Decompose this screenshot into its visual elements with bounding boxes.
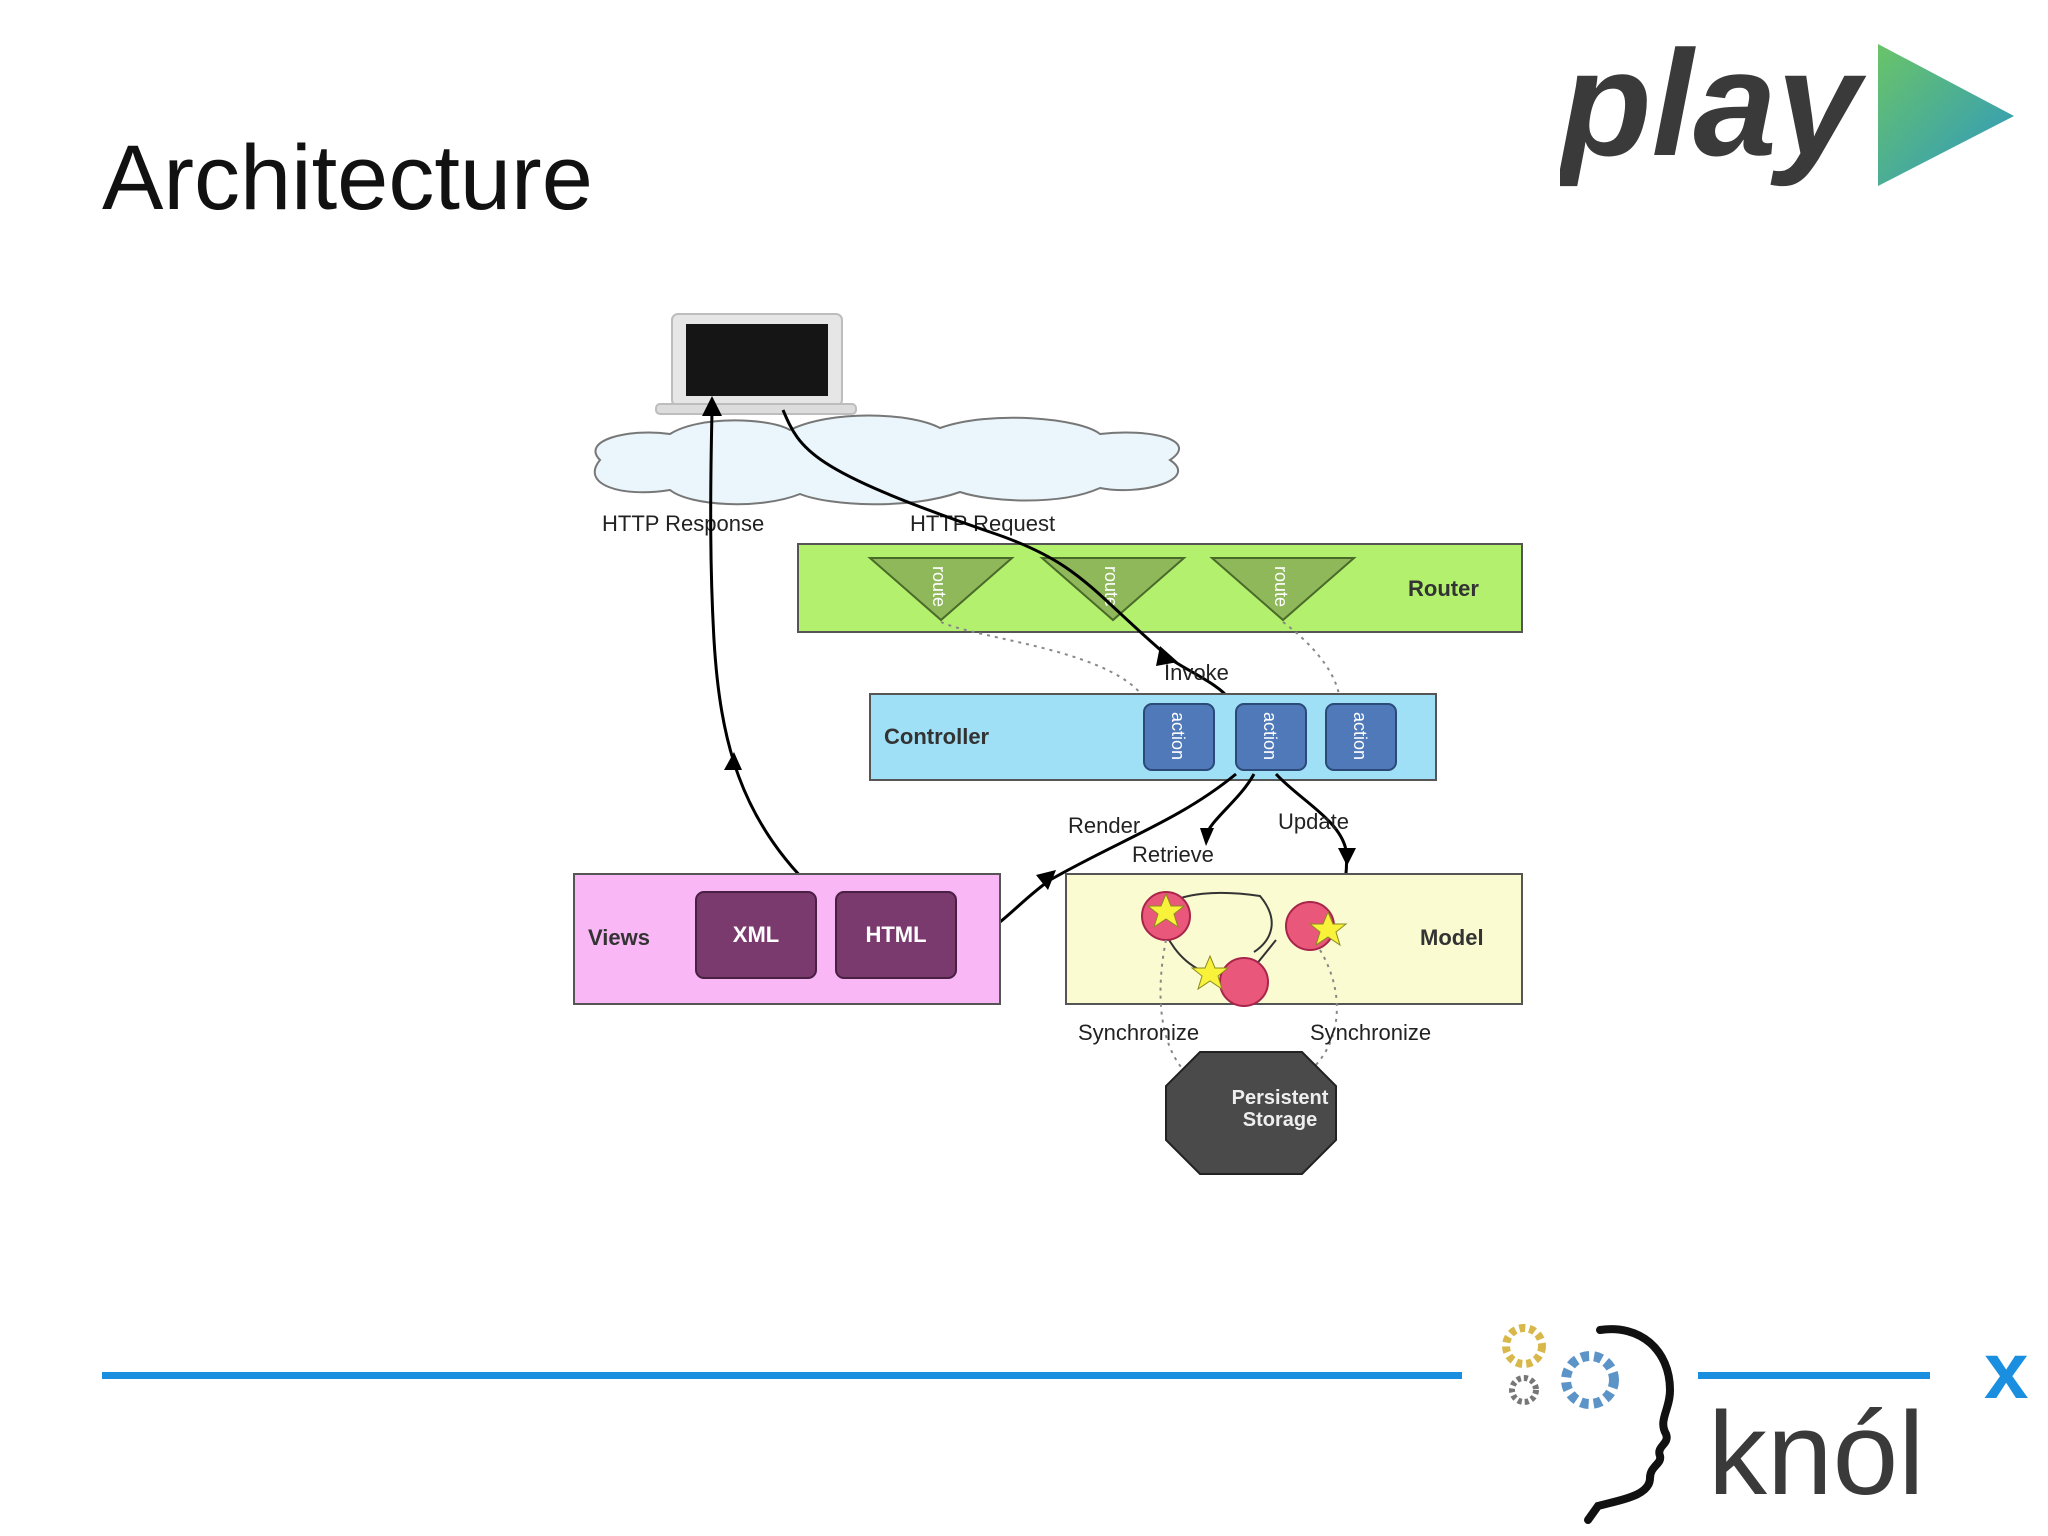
http-request-label: HTTP Request: [910, 511, 1055, 536]
architecture-diagram: HTTP Response HTTP Request route route r…: [573, 313, 1523, 1175]
views-box: Views XML HTML: [573, 873, 1001, 1005]
synchronize-left-label: Synchronize: [1078, 1020, 1199, 1045]
slide-title: Architecture: [102, 127, 593, 229]
controller-label: Controller: [884, 724, 990, 749]
laptop-icon: [655, 313, 857, 415]
knolx-logo: knól x: [1502, 1324, 2029, 1524]
update-label: Update: [1278, 809, 1349, 834]
star-icon: [1308, 910, 1348, 947]
knolx-text: knól: [1708, 1388, 1924, 1520]
route-label: route: [1101, 566, 1121, 607]
storage-label-line1: Persistent: [1232, 1087, 1329, 1109]
action-label: action: [1168, 712, 1188, 760]
model-label: Model: [1420, 925, 1484, 950]
views-label: Views: [588, 925, 650, 950]
internet-cloud: [593, 414, 1180, 506]
action-label: action: [1260, 712, 1280, 760]
view-xml-block: [695, 891, 817, 979]
action-block: [1325, 703, 1397, 771]
persistent-storage: Persistent Storage: [1165, 1051, 1337, 1175]
star-icon: [1146, 892, 1186, 929]
footer-divider-right: [1698, 1372, 1930, 1379]
play-logo-text: play: [1560, 30, 1867, 187]
synchronize-right-label: Synchronize: [1310, 1020, 1431, 1045]
view-item-label: HTML: [865, 922, 926, 947]
http-response-label: HTTP Response: [602, 511, 764, 536]
render-label: Render: [1068, 813, 1140, 838]
action-block: [1235, 703, 1307, 771]
play-logo: play: [1560, 30, 2014, 187]
route-triangle: [1209, 557, 1357, 622]
route-label: route: [929, 566, 949, 607]
action-label: action: [1350, 712, 1370, 760]
action-block: [1143, 703, 1215, 771]
route-triangle: [867, 557, 1015, 622]
star-icon: [1190, 954, 1230, 991]
model-box: Model: [1065, 873, 1523, 1007]
footer-divider-left: [102, 1372, 1462, 1379]
gear-icon: [1502, 1324, 1619, 1409]
head-profile-icon: [1584, 1325, 1675, 1524]
controller-box: Controller action action action: [869, 693, 1437, 781]
storage-label-line2: Storage: [1243, 1109, 1317, 1131]
route-triangle: [1039, 557, 1187, 622]
route-label: route: [1271, 566, 1291, 607]
invoke-label: Invoke: [1164, 660, 1229, 685]
retrieve-label: Retrieve: [1132, 842, 1214, 867]
play-triangle-icon: [1878, 44, 2014, 186]
router-label: Router: [1408, 576, 1479, 601]
knolx-superscript: x: [1984, 1326, 2029, 1415]
view-html-block: [835, 891, 957, 979]
router-box: route route route Router: [797, 543, 1523, 633]
model-node: [1219, 957, 1269, 1007]
view-item-label: XML: [733, 922, 779, 947]
